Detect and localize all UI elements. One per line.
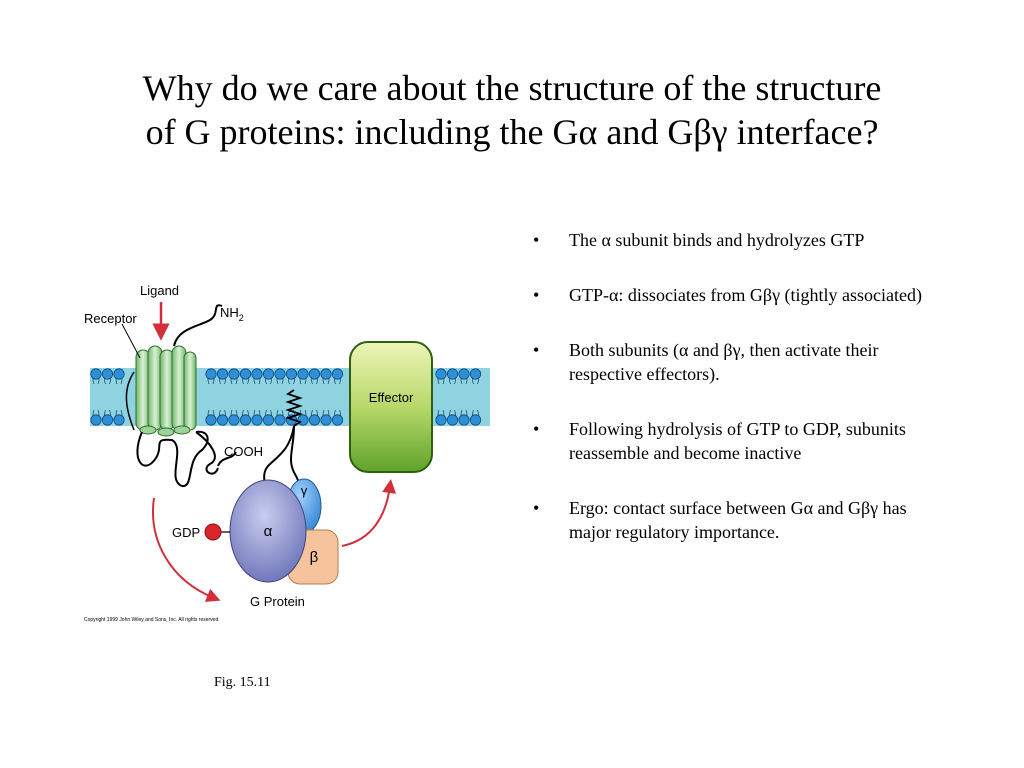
bullet-text: Ergo: contact surface between Gα and Gβγ… [569,498,907,542]
lipid-head [90,368,102,380]
receptor-icon [125,304,237,487]
effector-protein: Effector [349,341,433,473]
lipid-head [216,368,229,380]
lipid-head [205,414,217,426]
lipid-head [113,414,125,426]
bullet-dot: • [533,230,540,250]
lipid-head [435,368,447,380]
bullet-item: • GTP-α: dissociates from Gβγ (tightly as… [533,283,933,307]
lipid-anchor-icon [285,389,303,427]
bullet-dot: • [533,498,540,518]
gdp-molecule [204,523,222,541]
lipid-head [274,414,286,426]
lipid-head [239,414,252,426]
lipid-head [285,368,298,380]
lipid-head [205,368,217,380]
lipid-head [297,414,309,426]
alpha-label: α [264,523,273,540]
bullet-list: •The α subunit binds and hydrolyzes GTP … [533,228,933,575]
figure-caption: Fig. 15.11 [214,675,271,690]
alpha-subunit [229,479,307,583]
lipid-head [446,414,459,426]
cycle-arrow-right [341,479,397,547]
title-line-1: Why do we care about the structure of th… [142,68,882,108]
lipid-head [251,368,263,380]
lipid-head [262,414,275,426]
lipid-head [331,414,344,426]
bullet-item: • Following hydrolysis of GTP to GDP, sub… [533,417,933,465]
lipid-head [458,414,470,426]
lipid-bilayer [90,368,482,426]
cycle-arrow-left [152,497,221,602]
nh2-label: NH2 [220,305,244,323]
lipid-head [331,368,344,380]
bullet-item: • The α subunit binds and hydrolyzes GTP [533,228,933,252]
title-line-2: of G proteins: including the Gα and Gβγ … [145,112,879,152]
ligand-label: Ligand [140,283,179,298]
gdp-label: GDP [172,525,200,540]
receptor-label: Receptor [84,311,137,326]
lipid-head [216,414,229,426]
lipid-head [320,414,332,426]
lipid-head [262,368,275,380]
lipid-head [297,368,309,380]
bullet-text: Following hydrolysis of GTP to GDP, subu… [569,419,906,463]
lipid-head [228,368,240,380]
lipid-head [101,368,114,380]
slide-title: Why do we care about the structure of th… [60,66,964,154]
bullet-text: Both subunits (α and βγ, then activate t… [569,340,879,384]
lipid-head [251,414,263,426]
lipid-head [435,414,447,426]
bullet-text: The α subunit binds and hydrolyzes GTP [569,230,865,250]
beta-label: β [310,549,319,566]
bullet-text: GTP-α: dissociates from Gβγ (tightly ass… [569,285,922,305]
effector-label: Effector [369,390,414,405]
lipid-head [320,368,332,380]
g-protein-diagram: Ligand Receptor NH2 COOH Effector α β γ … [84,283,490,623]
lipid-head [113,368,125,380]
bullet-dot: • [533,340,540,360]
cooh-label: COOH [224,444,263,459]
bullet-dot: • [533,419,540,439]
lipid-head [308,414,321,426]
lipid-head [469,414,482,426]
bullet-dot: • [533,285,540,305]
g-protein-label: G Protein [250,594,305,609]
bullet-item: • Ergo: contact surface between Gα and Gβ… [533,496,933,544]
lipid-head [274,368,286,380]
receptor-pointer [121,323,141,359]
lipid-head [469,368,482,380]
lipid-head [458,368,470,380]
gamma-label: γ [301,483,308,498]
g-protein-complex: α β γ GDP [172,478,339,585]
lipid-head [308,368,321,380]
lipid-head [101,414,114,426]
lipid-head [446,368,459,380]
lipid-head [90,414,102,426]
copyright-text: Copyright 1999 John Wiley and Sons, Inc.… [84,617,220,623]
lipid-head [228,414,240,426]
bullet-item: • Both subunits (α and βγ, then activate … [533,338,933,386]
lipid-head [239,368,252,380]
